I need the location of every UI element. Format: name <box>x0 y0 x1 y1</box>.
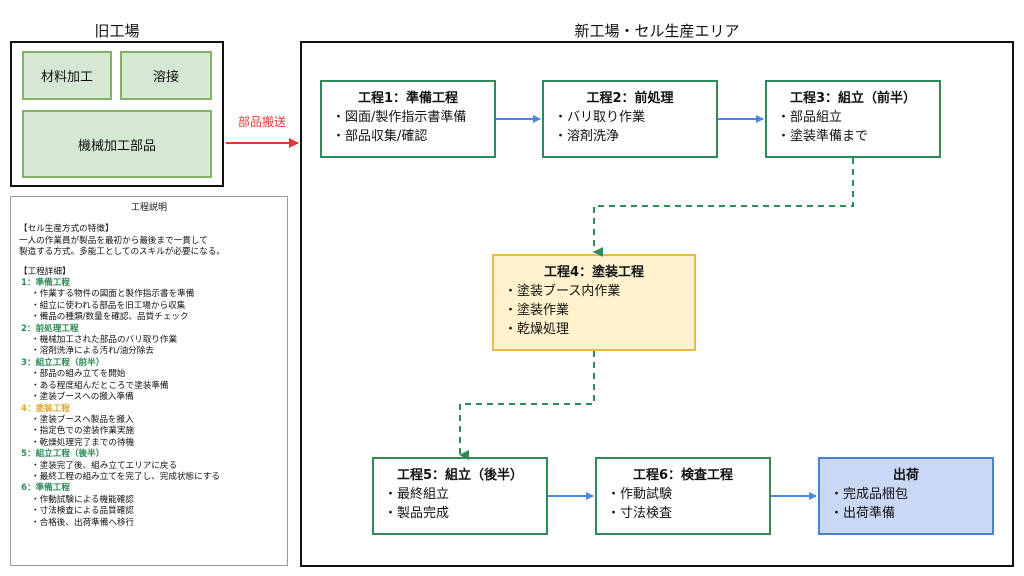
note-section-heading: 2：前処理工程 <box>21 323 79 334</box>
feature-line: 製造する方式。多能工としてのスキルが必要になる。 <box>19 247 225 258</box>
transfer-label: 部品搬送 <box>238 115 287 129</box>
feature-heading: 【セル生産方式の特徴】 <box>19 224 114 235</box>
new-factory-frame <box>300 41 1014 567</box>
note-item: 合格後、出荷準備へ移行 <box>19 518 279 529</box>
note-item: 最終工程の組み立てを完了し、完成状態にする <box>19 472 279 483</box>
notes-title: 工程説明 <box>130 203 167 213</box>
step-2-item: バリ取り作業 <box>554 108 706 127</box>
step-4-item: 塗装作業 <box>504 301 684 320</box>
step-6-item: 寸法検査 <box>607 504 759 523</box>
step-3-title: 工程3：組立（前半） <box>789 91 917 106</box>
note-section-heading: 5：組立工程（後半） <box>21 449 105 460</box>
note-item: 部品の組み立てを開始 <box>19 369 279 380</box>
note-item: 塗装ブースへ製品を搬入 <box>19 415 279 426</box>
old-factory-title: 旧工場 <box>94 22 140 40</box>
material-processing-box: 材料加工 <box>22 51 112 100</box>
step-6-title: 工程6：検査工程 <box>632 468 734 483</box>
note-item: 作動試験による機能確認 <box>19 495 279 506</box>
arrow-step3-step4 <box>593 158 854 257</box>
step-4-box: 工程4：塗装工程 塗装ブース内作業 塗装作業 乾燥処理 <box>492 254 696 351</box>
step-5-title: 工程5：組立（後半） <box>396 468 524 483</box>
note-item: 塗装ブースへの搬入準備 <box>19 392 279 403</box>
shipping-item: 出荷準備 <box>830 504 982 523</box>
note-item: 塗装完了後、組み立てエリアに戻る <box>19 461 279 472</box>
step-5-item: 製品完成 <box>384 504 536 523</box>
note-item: 乾燥処理完了までの待機 <box>19 438 279 449</box>
step-4-item: 乾燥処理 <box>504 320 684 339</box>
step-1-item: 部品収集/確認 <box>332 127 484 146</box>
note-item: 作業する物件の図面と製作指示書を準備 <box>19 289 279 300</box>
note-item: 備品の種類/数量を確認、品質チェック <box>19 312 279 323</box>
note-section-heading: 1：準備工程 <box>21 278 70 289</box>
new-factory-title: 新工場・セル生産エリア <box>574 22 740 40</box>
step-3-item: 部品組立 <box>777 108 929 127</box>
step-4-item: 塗装ブース内作業 <box>504 282 684 301</box>
step-6-item: 作動試験 <box>607 485 759 504</box>
welding-label: 溶接 <box>152 70 179 85</box>
machining-parts-box: 機械加工部品 <box>22 110 212 178</box>
old-factory-frame <box>10 41 224 187</box>
note-item: 寸法検査による品質確認 <box>19 506 279 517</box>
note-item: 機械加工された部品のバリ取り作業 <box>19 335 279 346</box>
feature-line: 一人の作業員が製品を最初から最後まで一貫して <box>19 235 208 246</box>
step-1-title: 工程1：準備工程 <box>357 91 459 106</box>
arrow-step4-step5 <box>459 351 595 460</box>
note-section-heading: 4：塗装工程 <box>21 403 70 414</box>
step-3-box: 工程3：組立（前半） 部品組立 塗装準備まで <box>765 80 941 158</box>
note-section-heading: 6：準備工程 <box>21 483 70 494</box>
note-section-heading: 3：組立工程（前半） <box>21 357 105 368</box>
step-5-item: 最終組立 <box>384 485 536 504</box>
step-2-box: 工程2：前処理 バリ取り作業 溶剤洗浄 <box>542 80 718 158</box>
step-6-box: 工程6：検査工程 作動試験 寸法検査 <box>595 457 771 535</box>
step-4-title: 工程4：塗装工程 <box>543 265 645 280</box>
process-notes-panel: 工程説明 【セル生産方式の特徴】 一人の作業員が製品を最初から最後まで一貫して … <box>10 196 288 566</box>
note-item: 組立に使われる部品を旧工場から収集 <box>19 301 279 312</box>
shipping-box: 出荷 完成品梱包 出荷準備 <box>818 457 994 535</box>
step-5-box: 工程5：組立（後半） 最終組立 製品完成 <box>372 457 548 535</box>
machining-parts-label: 機械加工部品 <box>77 138 156 154</box>
step-1-item: 図面/製作指示書準備 <box>332 108 484 127</box>
detail-heading: 【工程詳細】 <box>19 266 71 277</box>
step-3-item: 塗装準備まで <box>777 127 929 146</box>
shipping-item: 完成品梱包 <box>830 485 982 504</box>
note-item: ある程度組んだところで塗装準備 <box>19 381 279 392</box>
step-1-box: 工程1：準備工程 図面/製作指示書準備 部品収集/確認 <box>320 80 496 158</box>
note-item: 指定色での塗装作業実施 <box>19 426 279 437</box>
step-2-title: 工程2：前処理 <box>586 91 674 106</box>
note-item: 溶剤洗浄による汚れ/油分除去 <box>19 346 279 357</box>
material-processing-label: 材料加工 <box>40 70 93 85</box>
shipping-title: 出荷 <box>892 468 919 483</box>
welding-box: 溶接 <box>120 51 212 100</box>
step-2-item: 溶剤洗浄 <box>554 127 706 146</box>
